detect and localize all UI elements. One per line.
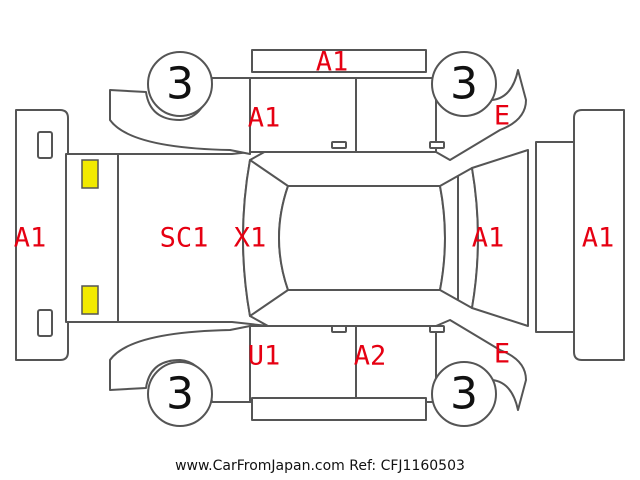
tire-front-left-value: 3	[166, 369, 194, 420]
code-left-rear-quarter: E	[494, 339, 510, 370]
front-light-top	[81, 159, 99, 189]
tire-rear-left-value: 3	[450, 369, 478, 420]
car-body	[65, 149, 529, 327]
code-front-bumper: A1	[14, 223, 47, 254]
footer-text: www.CarFromJapan.com Ref: CFJ1160503	[175, 458, 465, 474]
rear-bumper	[573, 109, 625, 361]
tire-front-left: 3	[147, 361, 213, 427]
tires: 3 3 3 3	[147, 51, 497, 427]
code-right-front-door: A1	[248, 103, 281, 134]
right-side-panels	[109, 49, 527, 161]
tire-front-right-value: 3	[166, 59, 194, 110]
tire-rear-right-value: 3	[450, 59, 478, 110]
tire-rear-left: 3	[431, 361, 497, 427]
code-right-rear-quarter: E	[494, 101, 510, 132]
code-trunk: A1	[472, 223, 505, 254]
front-bumper	[15, 109, 69, 361]
code-roof-top: A1	[316, 47, 349, 78]
code-hood: SC1	[160, 223, 209, 254]
code-left-front-door: U1	[248, 341, 281, 372]
tire-rear-right: 3	[431, 51, 497, 117]
tire-front-right: 3	[147, 51, 213, 117]
code-left-rear-door: A2	[354, 341, 387, 372]
code-rear-bumper: A1	[582, 223, 615, 254]
damage-codes: A1 A1 A1 E SC1 X1 A1 A1 U1 A2 E	[14, 47, 615, 372]
lights	[81, 141, 575, 333]
code-windshield: X1	[234, 223, 267, 254]
front-light-bottom	[81, 285, 99, 315]
